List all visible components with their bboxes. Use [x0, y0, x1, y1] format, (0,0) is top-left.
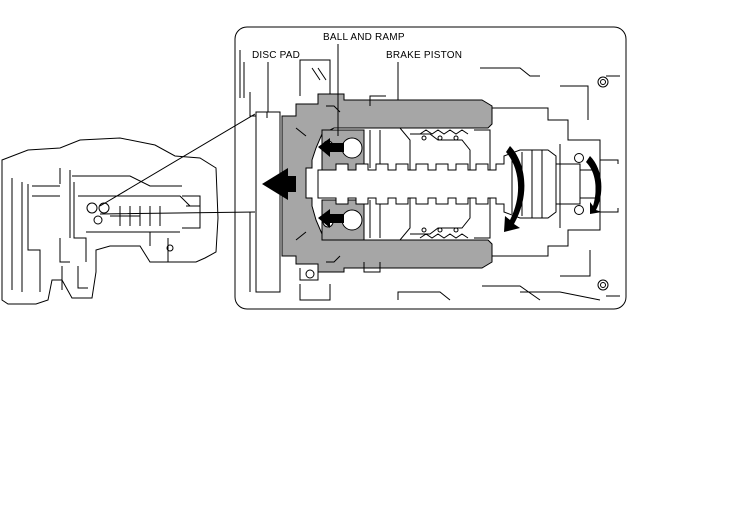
label-ball-and-ramp: BALL AND RAMP — [323, 32, 405, 43]
detail-frame — [234, 26, 627, 310]
spindle — [317, 149, 557, 219]
brake-piston — [281, 93, 493, 273]
motion-arrows — [262, 138, 602, 232]
cutaway-detail — [239, 50, 620, 301]
callout-lines — [99, 113, 256, 215]
arrow-left-upper — [318, 138, 344, 157]
arrow-left-lower — [318, 209, 344, 228]
label-disc-pad: DISC PAD — [252, 50, 300, 61]
disc-pad — [255, 111, 281, 293]
label-brake-piston: BRAKE PISTON — [386, 50, 462, 61]
rotation-arrow-small — [586, 156, 602, 214]
rotation-arrow-large — [504, 146, 525, 232]
leader-lines — [267, 44, 399, 136]
caliper-overview — [1, 137, 219, 305]
arrow-left-large — [262, 168, 296, 200]
